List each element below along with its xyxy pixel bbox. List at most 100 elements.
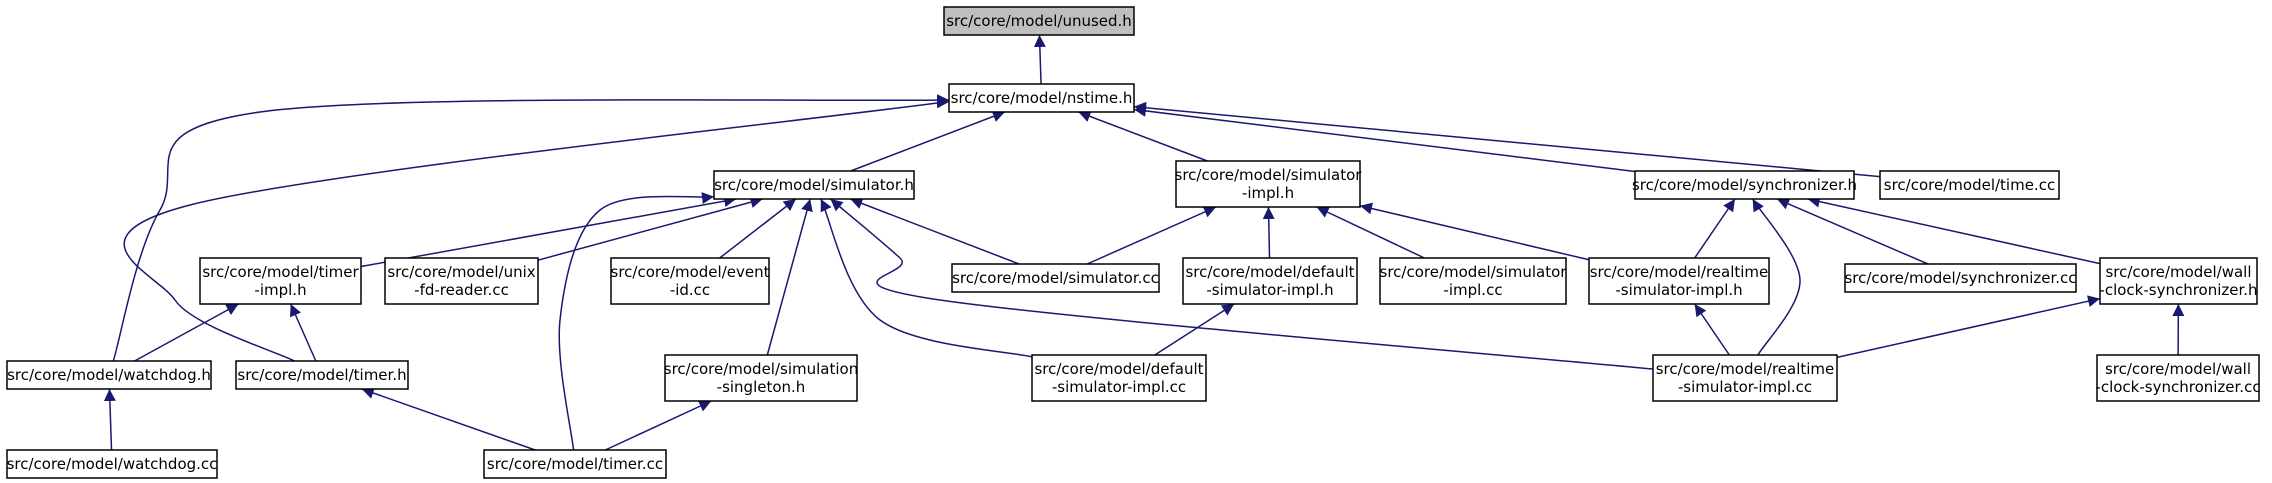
node-label: -simulator-impl.cc [1678,378,1812,396]
node-box [1879,170,2060,200]
node-label: -simulator-impl.h [1206,281,1333,299]
node-watchdog-cc[interactable]: src/core/model/watchdog.cc [6,449,218,479]
node-label: -impl.h [254,281,306,299]
node-label: src/core/model/default [1034,360,1203,378]
node-simulation-singleton-h[interactable]: src/core/model/simulation-singleton.h [664,354,858,402]
node-synchronizer-h[interactable]: src/core/model/synchronizer.h [1632,170,1857,200]
edge-realtime-simulator-impl-h-to-synchronizer-h [1694,198,1736,259]
edge-realtime-simulator-impl-cc-to-wall-clock-synchronizer-h [1836,295,2101,359]
node-box [1182,257,1358,305]
node-label: src/core/model/timer.h [237,366,406,384]
node-box [943,6,1135,36]
edge-wall-clock-synchronizer-h-to-synchronizer-h [1807,195,2101,265]
node-synchronizer-cc[interactable]: src/core/model/synchronizer.cc [1844,263,2077,293]
edge-timer-cc-to-timer-h [361,387,536,451]
edge-watchdog-h-to-timer-impl-h [134,303,239,362]
node-box [1652,354,1838,402]
node-simulator-impl-cc[interactable]: src/core/model/simulator-impl.cc [1379,257,1568,305]
edge-event-id-cc-to-simulator-h [719,198,797,259]
node-box [384,257,539,305]
node-time-cc[interactable]: src/core/model/time.cc [1879,170,2060,200]
node-watchdog-h[interactable]: src/core/model/watchdog.h [6,360,212,390]
node-box [664,354,858,402]
node-timer-impl-h[interactable]: src/core/model/timer-impl.h [199,257,362,305]
node-label: src/core/model/wall [2105,360,2251,378]
node-label: src/core/model/synchronizer.cc [1844,269,2076,287]
edge-timer-h-to-timer-impl-h [289,303,317,362]
edge-nstime-h-to-unused-h [1033,34,1046,85]
node-box [6,360,212,390]
edge-default-simulator-impl-cc-to-simulator-h [820,198,1033,358]
edge-simulation-singleton-h-to-simulator-h [766,198,813,356]
nodes-layer: src/core/model/unused.h src/core/model/ns… [6,6,2261,479]
node-simulator-impl-h[interactable]: src/core/model/simulator-impl.h [1175,160,1363,208]
node-box [1175,160,1361,208]
node-label: -singleton.h [717,378,806,396]
node-timer-cc[interactable]: src/core/model/timer.cc [483,449,667,479]
node-label: -simulator-impl.h [1615,281,1742,299]
node-simulator-h[interactable]: src/core/model/simulator.h [713,170,915,200]
edge-timer-impl-h-to-simulator-h [360,195,737,268]
edge-simulator-cc-to-simulator-h [850,197,1020,265]
node-label: src/core/model/time.cc [1884,176,2055,194]
node-label: src/core/model/simulator.h [714,176,914,194]
edge-default-simulator-impl-cc-to-default-simulator-impl-h [1154,303,1235,356]
edge-realtime-simulator-impl-cc-to-realtime-simulator-impl-h [1694,303,1730,356]
node-label: -impl.h [1242,184,1294,202]
edge-simulator-impl-cc-to-simulator-impl-h [1316,206,1425,259]
node-label: src/core/model/simulation [664,360,858,378]
node-label: -impl.cc [1443,281,1502,299]
edge-watchdog-h-to-nstime-h [112,94,998,362]
edge-realtime-simulator-impl-h-to-simulator-impl-h [1359,202,1590,261]
edge-default-simulator-impl-h-to-simulator-impl-h [1262,206,1275,259]
node-realtime-simulator-impl-cc[interactable]: src/core/model/realtime-simulator-impl.c… [1652,354,1838,402]
node-box [1634,170,1855,200]
node-unused-h: src/core/model/unused.h [943,6,1135,36]
node-label: src/core/model/nstime.h [951,89,1133,107]
edge-unix-fd-reader-cc-to-simulator-h [537,196,763,261]
node-box [6,449,218,479]
node-wall-clock-synchronizer-cc[interactable]: src/core/model/wall-clock-synchronizer.c… [2095,354,2261,402]
node-label: src/core/model/synchronizer.h [1632,176,1857,194]
node-box [1031,354,1207,402]
edge-realtime-simulator-impl-cc-to-simulator-h [830,198,1654,370]
node-box [948,83,1135,113]
node-label: src/core/model/timer [202,263,359,281]
node-box [610,257,770,305]
node-default-simulator-impl-cc[interactable]: src/core/model/default-simulator-impl.cc [1031,354,1207,402]
node-event-id-cc[interactable]: src/core/model/event-id.cc [610,257,770,305]
edge-synchronizer-cc-to-synchronizer-h [1776,198,1929,265]
edge-watchdog-cc-to-watchdog-h [103,388,116,451]
node-simulator-cc[interactable]: src/core/model/simulator.cc [951,263,1160,293]
edge-simulator-impl-h-to-nstime-h [1078,110,1208,162]
node-default-simulator-impl-h[interactable]: src/core/model/default-simulator-impl.h [1182,257,1358,305]
node-realtime-simulator-impl-h[interactable]: src/core/model/realtime-simulator-impl.h [1588,257,1770,305]
node-nstime-h[interactable]: src/core/model/nstime.h [948,83,1135,113]
node-label: src/core/model/simulator [1380,263,1568,281]
node-label: -simulator-impl.cc [1052,378,1186,396]
node-box [2099,257,2258,305]
node-label: src/core/model/watchdog.h [7,366,211,384]
node-box [1588,257,1770,305]
node-wall-clock-synchronizer-h[interactable]: src/core/model/wall-clock-synchronizer.h [2099,257,2258,305]
node-timer-h[interactable]: src/core/model/timer.h [235,360,409,390]
node-unix-fd-reader-cc[interactable]: src/core/model/unix-fd-reader.cc [384,257,539,305]
edge-timer-cc-to-simulator-h [558,192,715,451]
node-label: src/core/model/wall [2105,263,2251,281]
node-box [713,170,915,200]
node-box [1379,257,1567,305]
node-label: -id.cc [670,281,710,299]
node-label: src/core/model/event [611,263,770,281]
edges-layer [103,34,2185,451]
node-box [951,263,1160,293]
node-label: src/core/model/default [1185,263,1354,281]
edge-realtime-simulator-impl-cc-to-synchronizer-h [1752,198,1801,356]
node-label: src/core/model/unix [387,263,535,281]
node-box [199,257,362,305]
edge-timer-h-to-nstime-h [123,93,1003,362]
edge-simulator-h-to-nstime-h [850,110,1006,172]
node-label: src/core/model/timer.cc [487,455,663,473]
node-box [1844,263,2077,293]
node-label: src/core/model/simulator.cc [952,269,1159,287]
